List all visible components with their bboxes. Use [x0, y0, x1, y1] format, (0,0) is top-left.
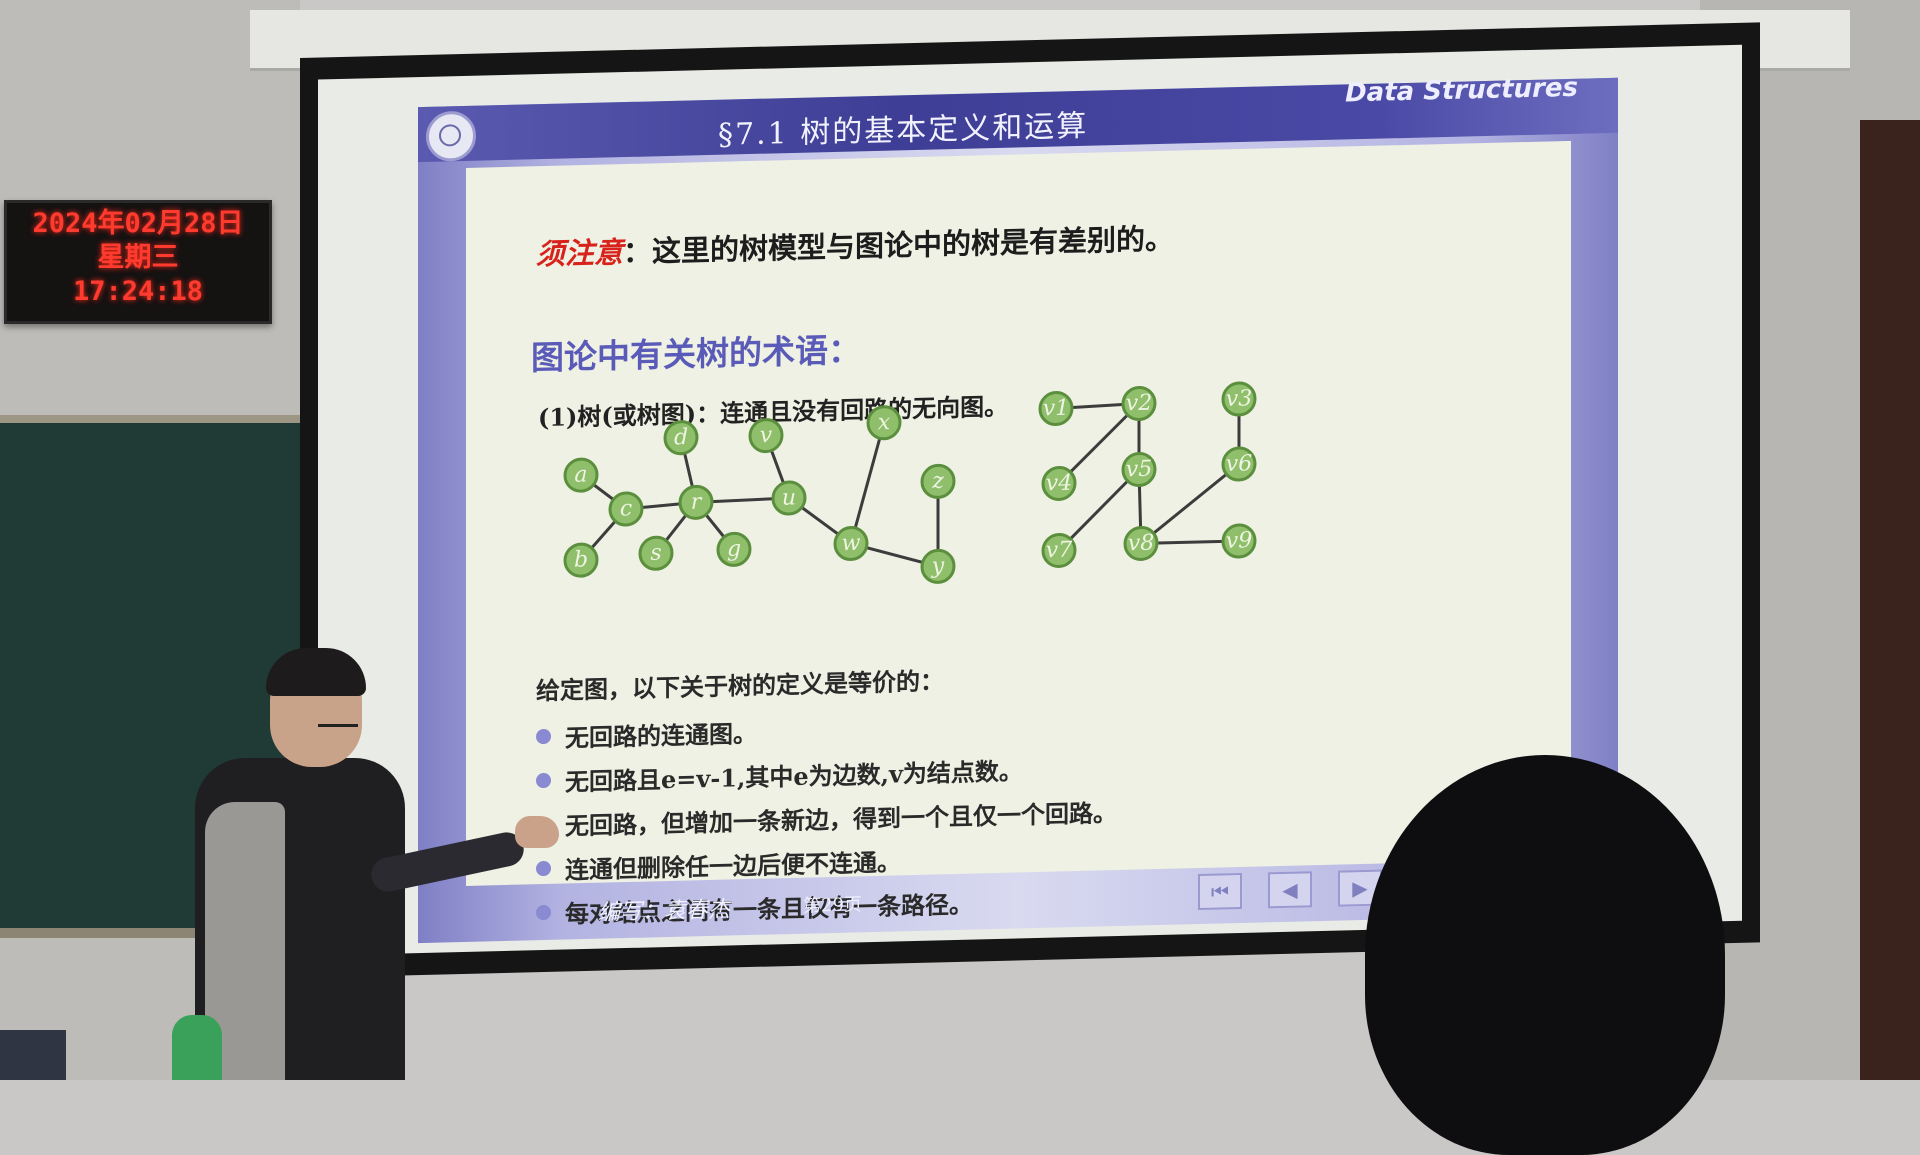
svg-text:v1: v1	[1043, 396, 1069, 422]
door	[1860, 120, 1920, 1080]
glasses-icon	[318, 716, 358, 727]
svg-text:c: c	[620, 496, 632, 521]
node-v4: v4	[1041, 465, 1077, 501]
first-icon: ⏮	[1211, 879, 1229, 904]
given-intro: 给定图，以下关于树的定义是等价的：	[536, 666, 944, 706]
bullet-icon	[536, 728, 551, 744]
node-s: s	[638, 535, 674, 571]
tree-graph-diagram: a c b d r s g v u x w z y	[563, 381, 1257, 584]
node-v7: v7	[1041, 532, 1077, 568]
led-clock-display: 2024年02月28日 星期三 17:24:18	[4, 200, 272, 324]
next-icon: ▶	[1352, 875, 1368, 901]
edge	[849, 422, 886, 544]
svg-text:v8: v8	[1128, 531, 1154, 557]
audience-head	[1365, 755, 1725, 1155]
node-g: g	[716, 531, 752, 567]
svg-text:v3: v3	[1226, 386, 1252, 412]
node-x: x	[866, 405, 902, 441]
svg-text:v7: v7	[1046, 538, 1072, 564]
node-a: a	[563, 457, 599, 493]
university-logo-icon	[426, 110, 476, 162]
node-r: r	[678, 484, 714, 520]
slide-title: §7.1 树的基本定义和运算	[718, 108, 1089, 153]
node-v8: v8	[1123, 525, 1159, 561]
svg-text:u: u	[782, 485, 796, 510]
svg-text:z: z	[931, 469, 944, 494]
svg-text:v2: v2	[1126, 391, 1152, 417]
lecturer-hair	[266, 648, 366, 696]
laptop	[0, 1030, 66, 1080]
node-v3: v3	[1221, 381, 1257, 417]
footer-author: 编写：袁春杰	[598, 897, 731, 926]
previous-slide-button[interactable]: ◀	[1268, 871, 1312, 909]
node-w: w	[833, 526, 869, 562]
node-v6: v6	[1221, 446, 1257, 482]
node-v5: v5	[1121, 451, 1157, 488]
slide-content: 须注意：这里的树模型与图论中的树是有差别的。 图论中有关树的术语： (1)树(或…	[466, 140, 1571, 928]
svg-text:a: a	[574, 462, 587, 487]
previous-icon: ◀	[1282, 877, 1298, 902]
node-d: d	[663, 420, 699, 456]
projector-screen: §7.1 树的基本定义和运算 Data Structures 须注意：这里的树模…	[318, 44, 1742, 956]
first-slide-button[interactable]: ⏮	[1198, 872, 1242, 911]
svg-text:v9: v9	[1226, 528, 1252, 554]
node-c: c	[608, 491, 644, 527]
brand-label: Data Structures	[1345, 72, 1578, 109]
svg-text:v5: v5	[1126, 457, 1152, 483]
svg-text:r: r	[691, 490, 703, 515]
left-graph: a c b d r s g v u x w z y	[563, 405, 956, 584]
right-graph: v1 v2 v3 v4 v5 v6 v7 v8 v9	[1038, 381, 1257, 568]
svg-text:v6: v6	[1226, 451, 1252, 477]
water-bottle	[172, 1015, 222, 1080]
svg-text:d: d	[674, 425, 688, 450]
edge	[1057, 402, 1141, 485]
node-v: v	[748, 418, 784, 454]
svg-text:v4: v4	[1046, 471, 1072, 497]
node-y: y	[920, 548, 956, 584]
slide: §7.1 树的基本定义和运算 Data Structures 须注意：这里的树模…	[418, 73, 1618, 944]
projector-screen-frame: §7.1 树的基本定义和运算 Data Structures 须注意：这里的树模…	[300, 22, 1760, 979]
node-u: u	[771, 480, 807, 516]
node-v9: v9	[1221, 523, 1257, 559]
svg-text:x: x	[878, 410, 891, 435]
node-v2: v2	[1121, 385, 1157, 422]
clock-weekday: 星期三	[97, 242, 179, 273]
bullet-icon	[536, 860, 551, 876]
edge	[1057, 468, 1141, 552]
svg-text:s: s	[650, 541, 661, 566]
clock-time: 17:24:18	[72, 276, 204, 307]
clock-date: 2024年02月28日	[32, 208, 244, 239]
node-v1: v1	[1038, 391, 1074, 427]
footer-page-number: 第29页	[803, 894, 862, 917]
svg-text:b: b	[574, 547, 588, 572]
bullet-icon	[536, 772, 551, 788]
lecturer-hand	[515, 816, 559, 848]
node-b: b	[563, 542, 599, 578]
svg-text:g: g	[727, 537, 741, 562]
svg-text:v: v	[760, 423, 773, 448]
edge	[1140, 462, 1240, 545]
node-z: z	[920, 463, 956, 499]
svg-text:y: y	[931, 554, 945, 579]
svg-text:w: w	[842, 531, 861, 556]
